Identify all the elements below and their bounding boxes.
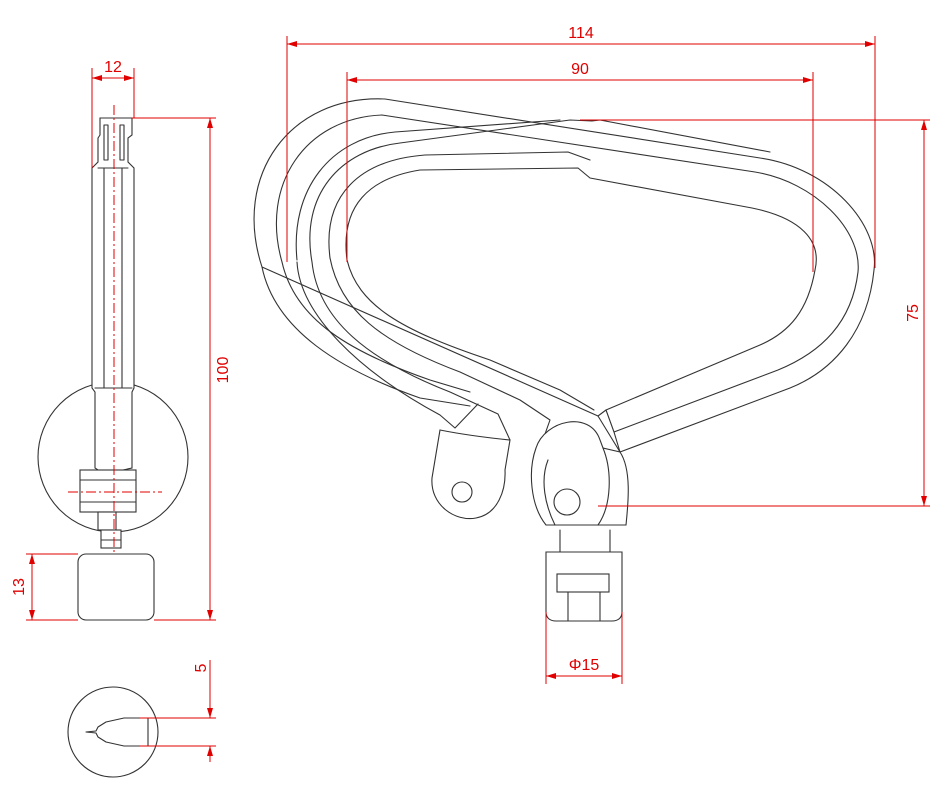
dimension-labels: 12 100 13 5 114 90 75 Φ15 bbox=[11, 25, 922, 674]
dim-knob-diameter: Φ15 bbox=[569, 657, 600, 674]
dim-outer-width: 114 bbox=[568, 25, 594, 42]
hinge-pin-hole bbox=[553, 488, 581, 516]
dim-knob-height: 13 bbox=[11, 578, 28, 596]
dim-side-width: 12 bbox=[104, 59, 122, 76]
dim-clip-height: 75 bbox=[905, 304, 922, 322]
left-lug-hole bbox=[451, 481, 473, 503]
knob-end-view bbox=[67, 686, 159, 778]
knob-end-circle bbox=[67, 686, 159, 778]
dim-inner-width: 90 bbox=[571, 61, 589, 78]
clip-left-lug bbox=[431, 429, 511, 520]
key-slot bbox=[85, 717, 149, 747]
clip-hinge-body bbox=[530, 421, 629, 526]
side-view bbox=[37, 105, 189, 621]
side-view-connector bbox=[97, 511, 117, 531]
dimension-lines bbox=[26, 36, 930, 762]
side-view-arm bbox=[91, 117, 135, 471]
side-view-knob bbox=[77, 553, 155, 621]
side-view-hinge bbox=[79, 469, 137, 513]
dim-key-slot: 5 bbox=[193, 663, 210, 672]
clip-outer-loop bbox=[253, 98, 875, 453]
dim-side-height: 100 bbox=[215, 357, 232, 384]
clip-inner-loop bbox=[345, 167, 817, 411]
